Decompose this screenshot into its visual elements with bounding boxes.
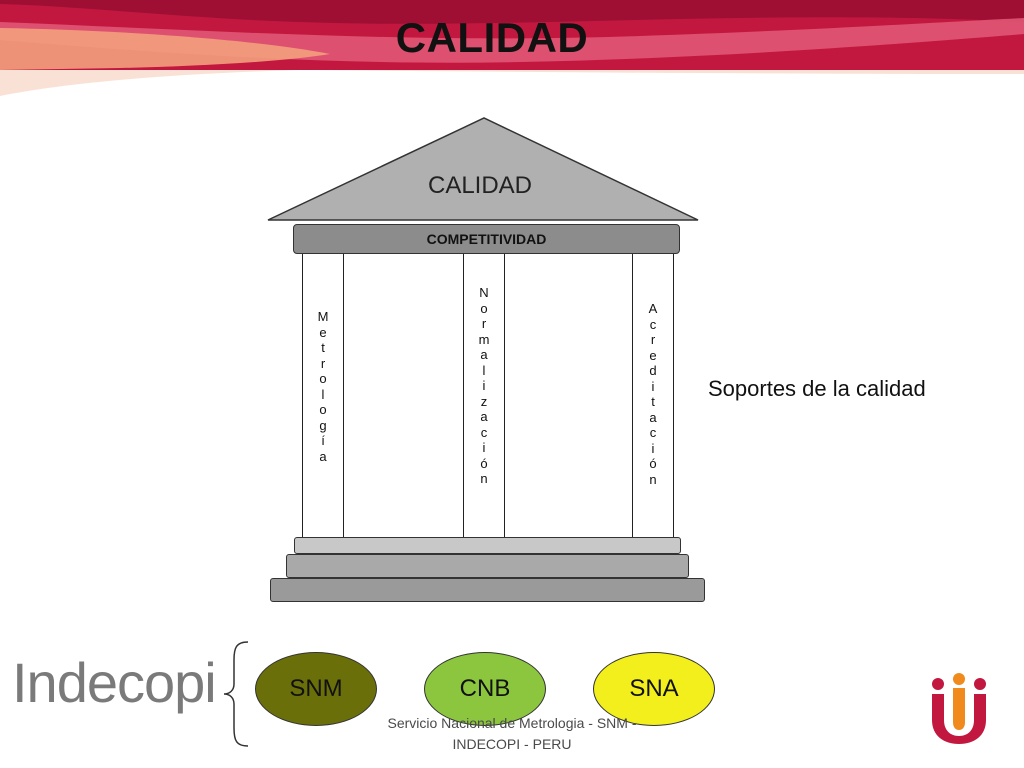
pillar-letter: e <box>649 347 657 363</box>
indecopi-logo: Indecopi <box>12 651 217 714</box>
pillar-letter: i <box>482 378 486 393</box>
pillar-letter: r <box>481 316 487 331</box>
pillar-letter: l <box>482 362 486 378</box>
pillar-letter: a <box>480 347 488 362</box>
pillar-letter: í <box>321 433 325 448</box>
footer-line-2: INDECOPI - PERU <box>452 736 572 752</box>
brand-logo-icon <box>932 673 986 744</box>
pillar-letter: g <box>319 417 327 433</box>
header-banner <box>0 0 1024 96</box>
pillar-letter: z <box>480 393 488 409</box>
pillar-letter: n <box>649 471 657 487</box>
pillar-letter: i <box>651 378 655 394</box>
pillar-letter: o <box>480 300 488 316</box>
base-step-bottom <box>270 578 705 602</box>
oval-label: SNM <box>289 675 343 702</box>
support-label: Soportes de la calidad <box>708 376 926 401</box>
pillar-letter: i <box>482 440 486 455</box>
base-step-middle <box>286 554 689 578</box>
footer-text: Servicio Nacional de Metrologia - SNM - … <box>352 713 672 755</box>
pillar-letter: d <box>649 363 657 378</box>
oval-cnb: CNB <box>424 652 546 726</box>
pillar-letter: t <box>651 394 655 409</box>
pillar-letter: a <box>480 409 488 424</box>
pillar-letter: c <box>649 316 657 332</box>
pillar-letter: m <box>478 331 490 347</box>
pediment-label: CALIDAD <box>427 172 533 199</box>
pillar-letter: N <box>479 285 489 300</box>
oval-sna: SNA <box>593 652 715 726</box>
oval-label: CNB <box>459 675 511 702</box>
pillar-letter: t <box>321 340 325 355</box>
pillar-letter: ó <box>480 455 488 471</box>
pillar-letter: n <box>480 471 488 486</box>
pillar-letter: i <box>651 440 655 456</box>
pillar-letter: c <box>649 425 657 440</box>
brace-icon <box>223 641 249 747</box>
pillar-letter: r <box>650 332 656 347</box>
architrave-label: COMPETITIVIDAD <box>426 231 547 247</box>
pillar-letter: o <box>319 371 327 386</box>
pillar-letter: r <box>320 355 326 371</box>
pillar-letter: c <box>480 424 488 440</box>
temple-pediment <box>267 117 699 221</box>
oval-label: SNA <box>629 675 679 702</box>
pillar-letter: M <box>317 309 329 324</box>
slide-title: CALIDAD <box>395 14 589 61</box>
pillar-letter: a <box>319 448 327 464</box>
pillar-letter: A <box>648 301 658 316</box>
pillar-letter: a <box>649 409 657 425</box>
pillar-letter: o <box>319 402 327 417</box>
footer-line-1: Servicio Nacional de Metrologia - SNM - <box>387 715 637 731</box>
pillar-letter: ó <box>649 456 657 471</box>
architrave-bar: COMPETITIVIDAD <box>293 224 680 254</box>
oval-snm: SNM <box>255 652 377 726</box>
pillar-letter: l <box>321 386 325 402</box>
base-step-top <box>294 537 681 554</box>
pillar-letter: e <box>319 324 327 340</box>
